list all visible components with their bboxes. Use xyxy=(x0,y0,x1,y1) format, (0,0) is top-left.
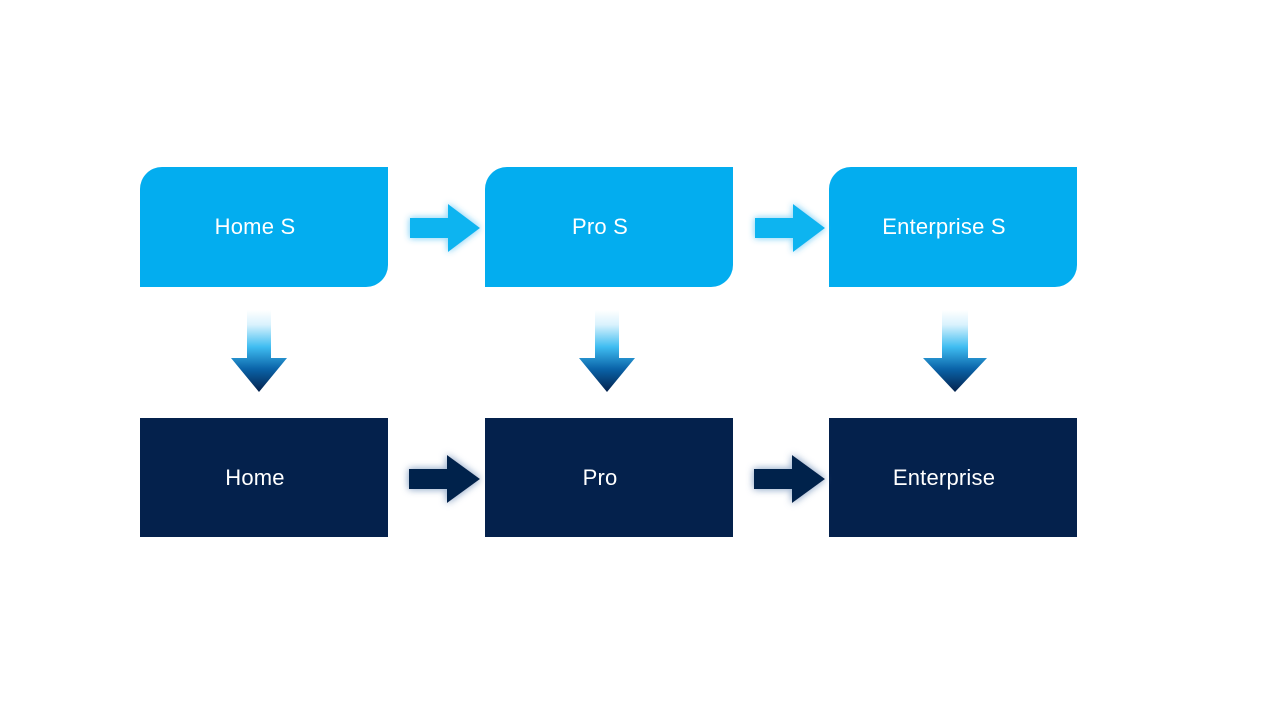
node-enterprise-s[interactable]: Enterprise S xyxy=(829,167,1077,287)
arrow-down-enterprise-s-to-enterprise-icon xyxy=(919,306,991,396)
node-enterprise[interactable]: Enterprise xyxy=(829,418,1077,537)
node-home-label: Home xyxy=(225,464,285,490)
arrow-right-pro-to-enterprise-icon xyxy=(747,448,831,510)
node-enterprise-s-label: Enterprise S xyxy=(882,213,1006,239)
node-home[interactable]: Home xyxy=(140,418,388,537)
node-home-s-label: Home S xyxy=(214,213,296,239)
node-pro-s-label: Pro S xyxy=(571,213,629,239)
node-pro[interactable]: Pro xyxy=(485,418,733,537)
node-enterprise-label: Enterprise xyxy=(892,464,996,490)
arrow-right-home-to-pro-icon xyxy=(402,448,486,510)
node-pro-label: Pro xyxy=(582,464,618,490)
arrow-down-pro-s-to-pro-icon xyxy=(576,308,638,396)
arrow-right-pro-s-to-enterprise-s-icon xyxy=(749,198,831,258)
arrow-right-home-s-to-pro-s-icon xyxy=(404,198,486,258)
node-home-s[interactable]: Home S xyxy=(140,167,388,287)
arrow-down-home-s-to-home-icon xyxy=(228,308,290,396)
node-pro-s[interactable]: Pro S xyxy=(485,167,733,287)
